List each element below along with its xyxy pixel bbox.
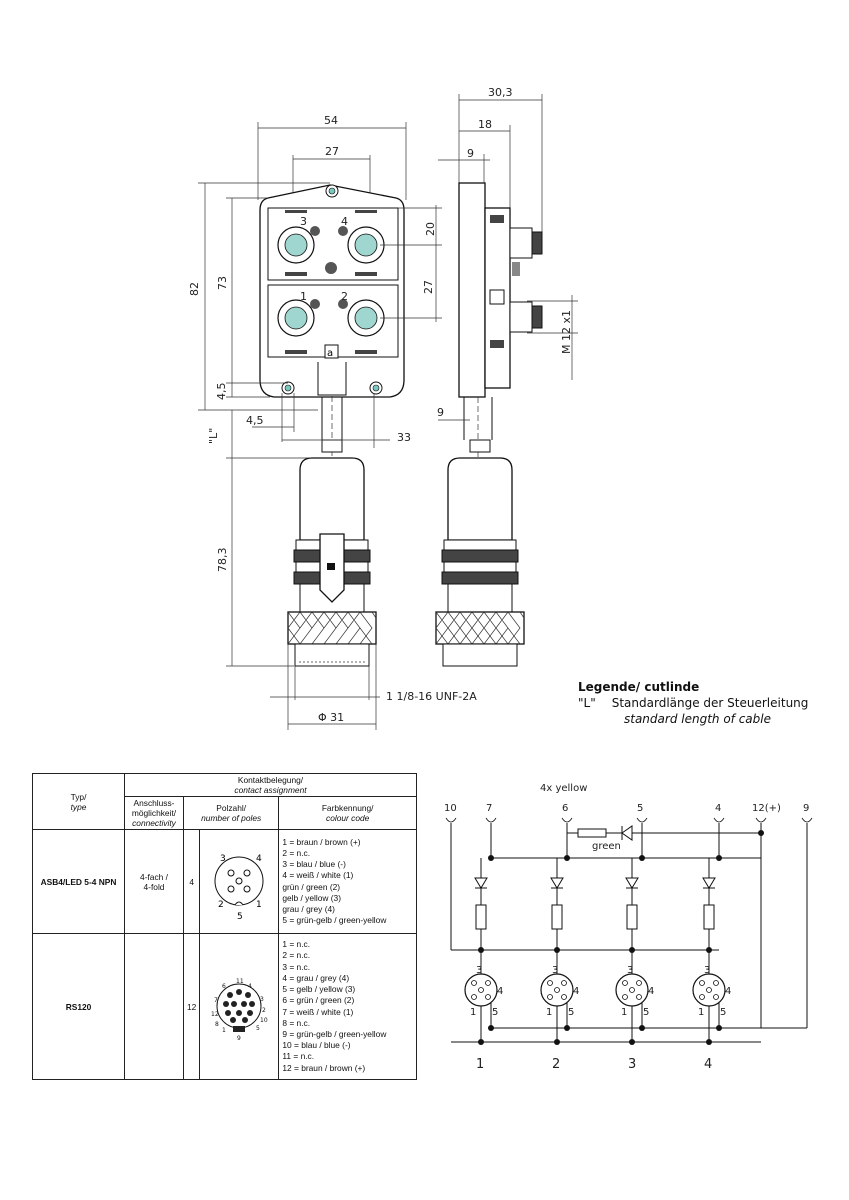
port-label-2: 2 [552, 1057, 560, 1072]
svg-text:3: 3 [220, 854, 226, 864]
dim-depth-base: 9 [467, 147, 474, 160]
sch-note-leds: 4x yellow [540, 783, 587, 794]
svg-text:2: 2 [218, 900, 224, 910]
svg-text:5: 5 [720, 1007, 726, 1018]
svg-text:3: 3 [627, 965, 633, 976]
brand-logo: a [327, 348, 333, 359]
row-colors: 1 = braun / brown (+)2 = n.c.3 = blau / … [278, 829, 417, 934]
dim-port-offset-top: 20 [424, 222, 437, 236]
dim-diameter: Φ 31 [318, 711, 344, 724]
dim-port-spacing-h: 27 [325, 145, 339, 158]
dim-cable-len: "L" [207, 428, 220, 444]
sch-label-12: 12(+) [752, 803, 781, 814]
port-label-4: 4 [704, 1057, 712, 1072]
svg-text:9: 9 [237, 1035, 241, 1042]
svg-text:1: 1 [300, 290, 307, 303]
svg-text:3: 3 [260, 996, 264, 1003]
dim-hole-span: 33 [397, 431, 411, 444]
port-label-1: 1 [476, 1057, 484, 1072]
dim-plug-len: 78,3 [216, 548, 229, 573]
svg-text:1: 1 [621, 1007, 627, 1018]
sch-label-6: 6 [562, 803, 568, 814]
svg-text:3: 3 [704, 965, 710, 976]
legend-key: "L" [578, 696, 596, 710]
dim-thread-side: M 12 x1 [560, 310, 573, 354]
header-polzahl: Polzahl/number of poles [182, 796, 280, 830]
row-conn: 4-fach / 4-fold [124, 829, 184, 934]
row-poles: 4 [182, 829, 201, 934]
svg-text:3: 3 [552, 965, 558, 976]
socket-icons [464, 950, 726, 1042]
dim-mount-offset: 4,5 [215, 383, 228, 401]
svg-text:10: 10 [260, 1017, 268, 1024]
dim-height-total: 82 [188, 282, 201, 296]
pin-diagram-4pole: 3 4 2 5 1 [199, 829, 280, 934]
legend-line1: Standardlänge der Steuerleitung [611, 696, 809, 710]
svg-text:3: 3 [476, 965, 482, 976]
header-typ: Typ/type [32, 773, 125, 830]
table-row: RS120 12 11 4 6 3 7 2 [32, 933, 417, 1080]
row-type: ASB4/LED 5-4 NPN [32, 829, 125, 934]
row-colors: 1 = n.c.2 = n.c.3 = n.c.4 = grau / grey … [278, 933, 417, 1080]
front-view: 54 27 3 [188, 114, 477, 730]
svg-text:5: 5 [643, 1007, 649, 1018]
table-row: ASB4/LED 5-4 NPN 4-fach / 4-fold 4 3 4 2… [32, 829, 417, 934]
svg-text:4: 4 [573, 986, 579, 997]
svg-text:1: 1 [222, 1027, 226, 1034]
sch-label-7: 7 [486, 803, 492, 814]
dim-thread-bottom: 1 1/8-16 UNF-2A [386, 690, 477, 703]
row-type: RS120 [32, 933, 125, 1080]
dim-port-spacing-v: 27 [422, 280, 435, 294]
svg-text:4: 4 [497, 986, 503, 997]
side-view: 30,3 18 9 M 12 x1 9 [435, 86, 578, 667]
dim-depth-total: 30,3 [488, 86, 513, 99]
sch-note-green: green [592, 841, 621, 852]
dim-width-total: 54 [324, 114, 338, 127]
port-icons: 3 4 1 2 [277, 215, 385, 337]
contact-table: Typ/type Kontaktbelegung/contact assignm… [32, 773, 417, 1080]
svg-text:5: 5 [568, 1007, 574, 1018]
svg-text:3: 3 [300, 215, 307, 228]
sch-label-4: 4 [715, 803, 721, 814]
pin-diagram-12pole: 11 4 6 3 7 2 12 10 8 9 5 1 [199, 933, 280, 1080]
svg-text:2: 2 [341, 290, 348, 303]
svg-text:5: 5 [256, 1025, 260, 1032]
svg-text:4: 4 [248, 983, 252, 990]
port-label-3: 3 [628, 1057, 636, 1072]
legend-line2: standard length of cable [624, 712, 771, 726]
svg-text:4: 4 [648, 986, 654, 997]
dim-height-body: 73 [216, 276, 229, 290]
svg-text:4: 4 [725, 986, 731, 997]
legend-title: Legende/ cutlinde [578, 680, 700, 694]
sch-label-5: 5 [637, 803, 643, 814]
dim-hole-x: 4,5 [246, 414, 264, 427]
led-branches [474, 858, 716, 950]
svg-text:8: 8 [215, 1021, 219, 1028]
header-kontakt: Kontaktbelegung/contact assignment [124, 773, 417, 797]
header-farb: Farbkennung/colour code [278, 796, 417, 830]
header-anschluss: Anschluss- möglichkeit/connectivity [124, 796, 184, 830]
dim-cable-offset: 9 [437, 406, 444, 419]
wiring-schematic: 10 7 6 5 4 12(+) 9 4x yellow green [444, 783, 813, 1072]
svg-text:1: 1 [698, 1007, 704, 1018]
svg-text:5: 5 [492, 1007, 498, 1018]
svg-text:7: 7 [214, 997, 218, 1004]
svg-text:1: 1 [546, 1007, 552, 1018]
legend: Legende/ cutlinde "L" Standardlänge der S… [578, 680, 808, 726]
dim-depth-body: 18 [478, 118, 492, 131]
row-conn [124, 933, 184, 1080]
svg-text:4: 4 [341, 215, 348, 228]
row-poles: 12 [182, 933, 201, 1080]
svg-text:5: 5 [237, 912, 243, 922]
sch-label-10: 10 [444, 803, 457, 814]
svg-text:11: 11 [236, 978, 244, 985]
svg-text:6: 6 [222, 983, 226, 990]
svg-text:1: 1 [470, 1007, 476, 1018]
svg-text:12: 12 [211, 1011, 219, 1018]
svg-text:4: 4 [256, 854, 262, 864]
sch-label-9: 9 [803, 803, 809, 814]
svg-text:1: 1 [256, 900, 262, 910]
svg-text:2: 2 [262, 1007, 266, 1014]
